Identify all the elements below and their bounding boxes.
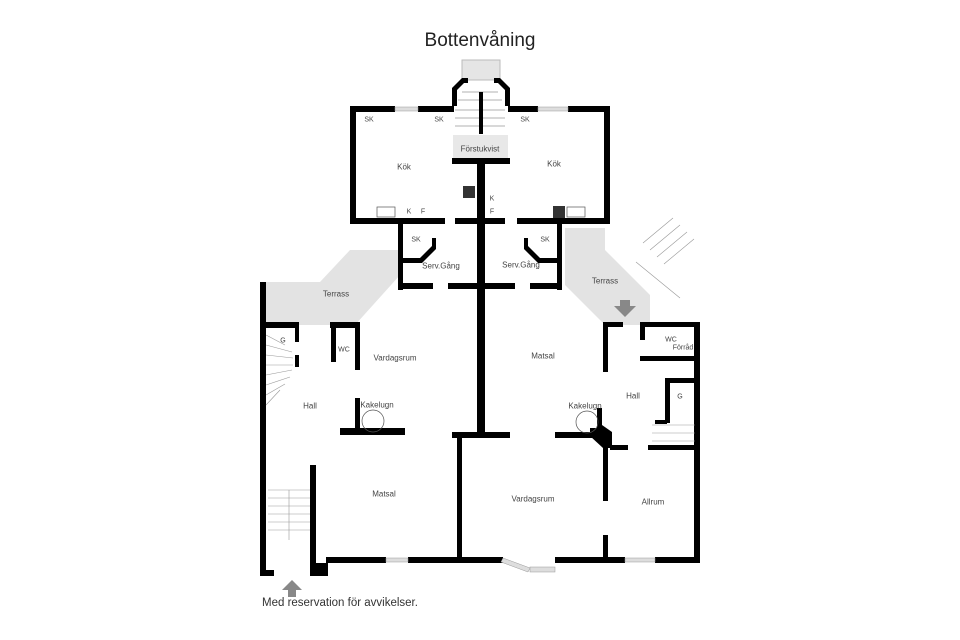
label-terrass-left: Terrass	[322, 289, 350, 299]
label-forstukvist: Förstukvist	[460, 144, 500, 154]
label-kakelugn-left: Kakelugn	[360, 400, 394, 410]
kakelugn-right-stove	[575, 410, 599, 434]
label-sk-2: SK	[434, 116, 444, 124]
arrow-up-icon	[282, 580, 302, 597]
kakelugn-left-stove	[361, 409, 385, 433]
label-vardagsrum-top: Vardagsrum	[373, 353, 417, 363]
label-sk-1: SK	[364, 116, 374, 124]
label-forrad: Förråd	[672, 344, 694, 352]
label-f-left: F	[420, 208, 426, 216]
stove-right	[553, 206, 565, 218]
label-hall-left: Hall	[303, 401, 317, 411]
label-vardagsrum-bottom: Vardagsrum	[511, 494, 555, 504]
label-k-mid: K	[489, 195, 495, 203]
disclaimer: Med reservation för avvikelser.	[262, 597, 418, 609]
label-wc-left: WC	[338, 346, 350, 354]
arrow-down-icon	[614, 300, 636, 317]
label-matsal-bottom: Matsal	[372, 489, 396, 499]
label-kakelugn-right: Kakelugn	[568, 401, 602, 411]
stove-mid	[463, 186, 475, 198]
label-terrass-right: Terrass	[591, 276, 619, 286]
label-kok-right: Kök	[547, 159, 561, 169]
label-g-right: G	[677, 393, 683, 401]
label-sk-5: SK	[540, 236, 550, 244]
label-allrum: Allrum	[641, 497, 665, 507]
sink-right	[566, 206, 586, 218]
label-k-left: K	[406, 208, 412, 216]
porch-top	[461, 59, 501, 81]
right-stair	[635, 217, 695, 442]
label-sk-4: SK	[411, 236, 421, 244]
label-kok-left: Kök	[397, 162, 411, 172]
label-hall-right: Hall	[626, 391, 640, 401]
walls	[260, 78, 700, 576]
label-sk-3: SK	[520, 116, 530, 124]
left-stair	[265, 334, 310, 540]
sink-left	[376, 206, 396, 218]
floor-title: Bottenvåning	[424, 30, 536, 51]
terrace-left	[265, 250, 400, 325]
label-g-left: G	[280, 337, 286, 345]
windows	[385, 106, 656, 573]
label-serv-gang-left: Serv.Gång	[422, 261, 460, 271]
label-serv-gang-right: Serv.Gång	[502, 260, 540, 270]
label-f-mid: F	[489, 208, 495, 216]
label-wc-right: WC	[665, 336, 677, 344]
forstukvist-area	[453, 135, 508, 160]
label-matsal-top: Matsal	[531, 351, 555, 361]
